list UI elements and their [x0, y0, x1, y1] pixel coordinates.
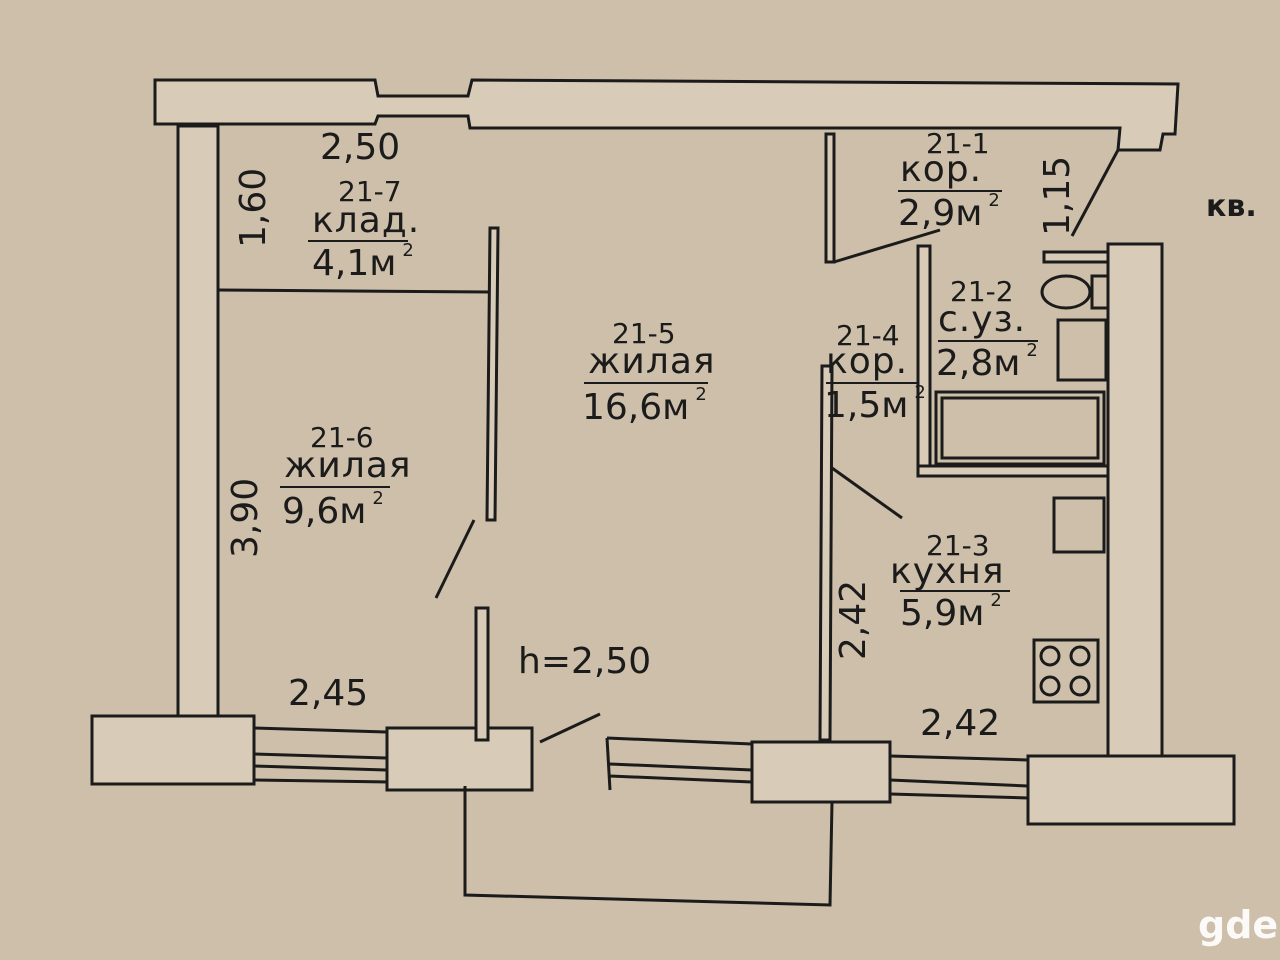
dim-kitchen-side: 2,42 [833, 579, 874, 660]
room-21-2-name: с.уз. [938, 299, 1027, 340]
window-left [253, 726, 388, 784]
room-21-3-area: 5,9м [900, 593, 985, 634]
room-21-3-code: 21-3 [926, 529, 990, 562]
bottom-wall-1 [90, 714, 256, 786]
stove [1032, 638, 1100, 704]
closet-partition [217, 288, 491, 294]
room-21-7-name: клад. [312, 200, 421, 241]
room-21-1-code: 21-1 [926, 127, 990, 160]
door-balcony [539, 712, 601, 744]
room-21-2-underline [938, 340, 1038, 342]
room-21-4-area-power: 2 [914, 382, 926, 403]
room-21-1-area: 2,9м [898, 193, 983, 234]
room-21-5-area-power: 2 [695, 384, 707, 405]
room-21-6-area: 9,6м [282, 491, 367, 532]
room-21-6-name: жилая [284, 445, 412, 486]
corridor-diagonal [1070, 149, 1120, 237]
room-21-5-area: 16,6м [582, 387, 690, 428]
room-21-6-area-power: 2 [372, 488, 384, 509]
dim-bottom-left: 2,45 [288, 673, 369, 714]
wall-21-6-lower [474, 606, 490, 742]
room-21-3-area-power: 2 [990, 590, 1002, 611]
room-21-6-underline [280, 486, 390, 488]
left-wall [176, 124, 220, 718]
washbasin [1056, 318, 1108, 382]
room-21-3-name: кухня [890, 551, 1005, 592]
bathtub [934, 390, 1106, 466]
apartment-label: кв. [1206, 189, 1257, 224]
dim-closet-side: 1,60 [233, 167, 274, 248]
wall-21-6-upper [485, 226, 500, 522]
watermark-logo: gde [1198, 903, 1279, 947]
room-21-4-code: 21-4 [836, 319, 900, 352]
door-corridor [833, 228, 941, 264]
bath-wall-bottom [916, 464, 1110, 478]
room-21-7-underline [308, 240, 408, 242]
dim-room6-side: 3,90 [225, 477, 266, 558]
room-21-4-name: кор. [826, 341, 909, 382]
bottom-wall-3 [750, 740, 892, 804]
room-21-3-underline [900, 590, 1010, 592]
window-right [889, 754, 1029, 800]
room-21-4-underline [826, 382, 918, 384]
corridor-wall [824, 132, 836, 264]
dim-top-left: 2,50 [320, 127, 401, 168]
room-21-4-area: 1,5м [824, 385, 909, 426]
bath-wall-left [916, 244, 932, 476]
dim-kitchen-bottom: 2,42 [920, 703, 1001, 744]
room-21-7-code: 21-7 [338, 175, 402, 208]
bottom-wall-2 [385, 726, 534, 792]
room-21-7-area-power: 2 [402, 240, 414, 261]
room-21-1-area-power: 2 [988, 190, 1000, 211]
bath-wall-top [1042, 250, 1110, 264]
room-21-1-name: кор. [900, 149, 983, 190]
balcony [463, 786, 834, 907]
door-kitchen [831, 466, 903, 520]
toilet-tank [1090, 274, 1110, 310]
top-wall [153, 78, 1180, 152]
room-21-5-underline [584, 382, 708, 384]
bottom-wall-4 [1026, 754, 1236, 826]
dim-corridor-side: 1,15 [1037, 155, 1078, 236]
room-21-5-name: жилая [588, 341, 716, 382]
room-21-6-code: 21-6 [310, 421, 374, 454]
room-21-1-underline [898, 190, 1002, 192]
room-21-2-area-power: 2 [1026, 340, 1038, 361]
door-21-6 [434, 519, 476, 599]
ceiling-height: h=2,50 [518, 641, 652, 682]
right-wall [1106, 242, 1164, 762]
toilet [1040, 274, 1092, 310]
window-middle [605, 736, 753, 791]
kitchen-sink [1052, 496, 1106, 554]
room-21-7-area: 4,1м [312, 243, 397, 284]
room-21-2-code: 21-2 [950, 275, 1014, 308]
room-21-2-area: 2,8м [936, 343, 1021, 384]
kitchen-wall [818, 364, 834, 742]
room-21-5-code: 21-5 [612, 317, 676, 350]
